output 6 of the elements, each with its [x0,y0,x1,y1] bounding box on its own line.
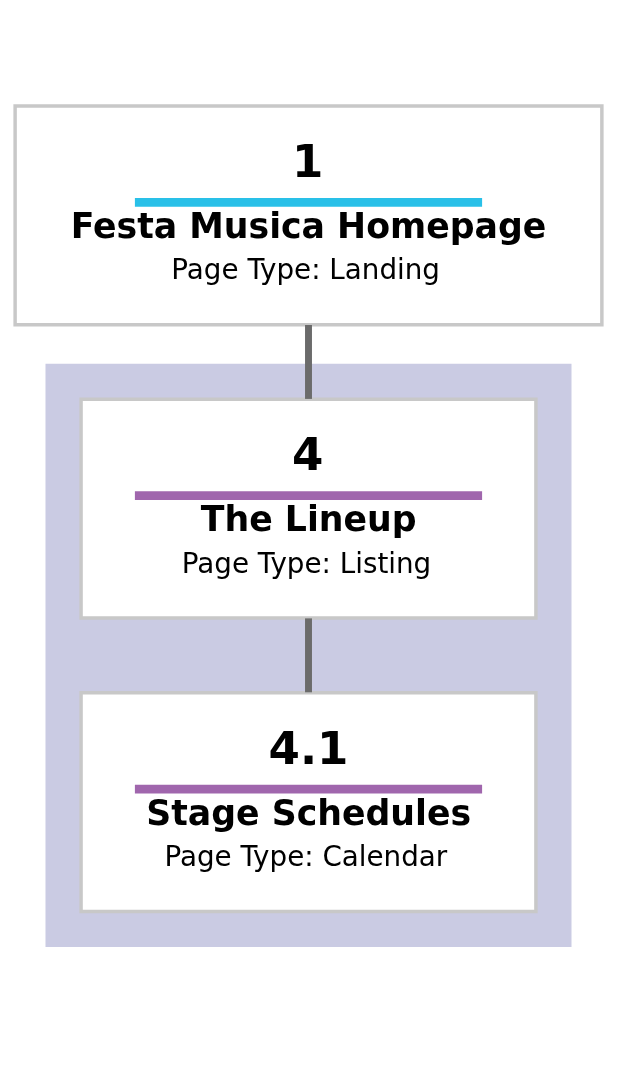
node-box: 4.1 Stage Schedules Page Type: Calendar [79,690,538,914]
node-box: 1 Festa Musica Homepage Page Type: Landing [13,104,604,327]
cluster [45,363,572,948]
connector [305,618,312,693]
node-box: 4 The Lineup Page Type: Listing [79,397,538,620]
connector [305,325,312,399]
